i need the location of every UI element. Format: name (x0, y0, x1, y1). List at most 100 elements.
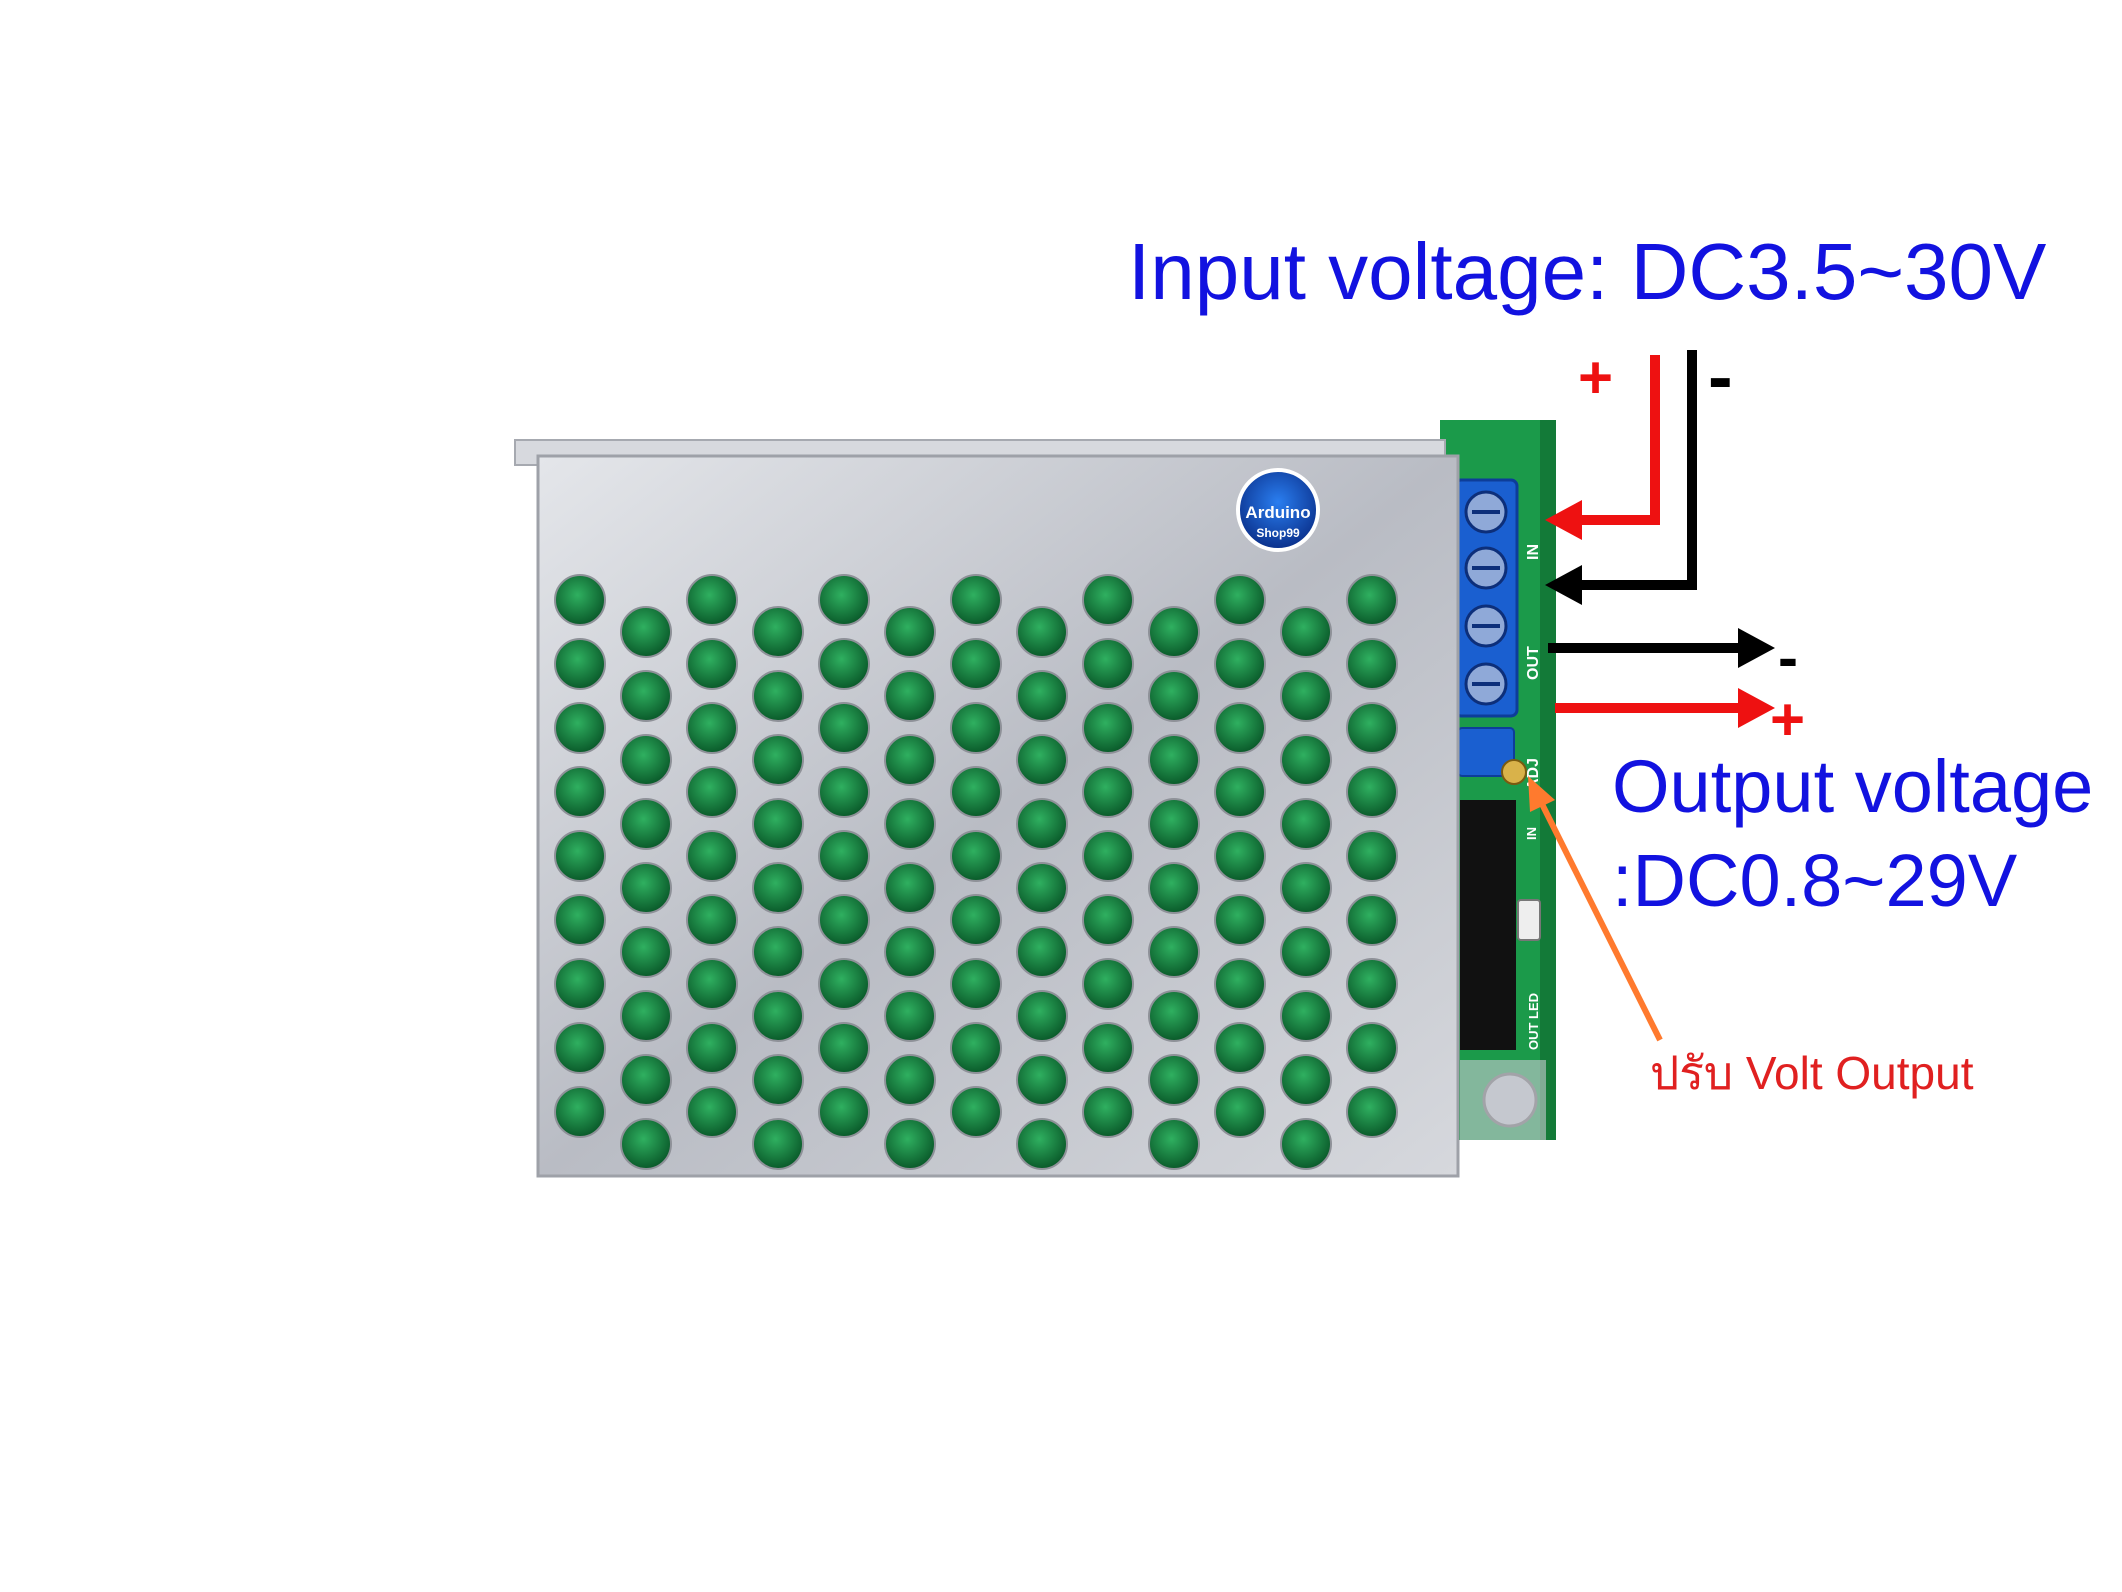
vent-hole (884, 926, 936, 978)
vent-hole (554, 830, 606, 882)
vent-hole (1346, 894, 1398, 946)
vent-hole (818, 574, 870, 626)
vent-hole (950, 958, 1002, 1010)
vent-hole (752, 734, 804, 786)
vent-hole (884, 734, 936, 786)
vent-hole (818, 766, 870, 818)
vent-hole (1214, 574, 1266, 626)
vent-hole (950, 574, 1002, 626)
vent-hole (1280, 1054, 1332, 1106)
vent-hole (554, 958, 606, 1010)
vent-hole (620, 1054, 672, 1106)
vent-hole (950, 1022, 1002, 1074)
vent-hole (1148, 670, 1200, 722)
vent-hole (752, 1054, 804, 1106)
push-button (1517, 899, 1541, 941)
vent-hole (752, 862, 804, 914)
vent-hole (1016, 798, 1068, 850)
vent-hole (884, 670, 936, 722)
logo-line1: Arduino (1245, 503, 1310, 522)
vent-hole (950, 766, 1002, 818)
vent-hole (554, 894, 606, 946)
output-voltage-range: :DC0.8~29V (1612, 839, 2018, 922)
vent-hole (1082, 702, 1134, 754)
input-minus-sign: - (1708, 335, 1733, 418)
vent-hole (1346, 638, 1398, 690)
vent-hole (1280, 990, 1332, 1042)
adjust-pointer-arrowhead (1528, 776, 1555, 812)
vent-hole (686, 958, 738, 1010)
adjust-pointer-line (1537, 798, 1663, 1042)
vent-hole (554, 702, 606, 754)
vent-hole (620, 734, 672, 786)
vent-hole (1016, 734, 1068, 786)
vent-hole (884, 1118, 936, 1170)
vent-hole (1016, 990, 1068, 1042)
vent-hole (1214, 766, 1266, 818)
silk-in-led: IN (1524, 827, 1539, 840)
vent-hole (620, 606, 672, 658)
vent-hole (686, 1086, 738, 1138)
vent-hole (950, 638, 1002, 690)
vent-hole (1148, 926, 1200, 978)
vent-hole (1346, 766, 1398, 818)
input-minus-arrowhead (1545, 565, 1582, 605)
vent-hole (818, 702, 870, 754)
output-minus-arrowhead (1738, 628, 1775, 668)
vent-hole (818, 830, 870, 882)
vent-hole (818, 894, 870, 946)
vent-hole (620, 862, 672, 914)
vent-hole (620, 798, 672, 850)
vent-hole (1280, 798, 1332, 850)
vent-hole (884, 990, 936, 1042)
output-minus-sign: - (1778, 624, 1798, 691)
vent-hole (1148, 606, 1200, 658)
output-plus-sign: + (1770, 686, 1806, 753)
vent-hole (1082, 1022, 1134, 1074)
vent-hole (884, 1054, 936, 1106)
vent-hole (818, 638, 870, 690)
vent-hole (686, 574, 738, 626)
vent-hole (1016, 606, 1068, 658)
vent-hole (1016, 670, 1068, 722)
silk-out: OUT (1525, 646, 1542, 680)
vent-hole (950, 702, 1002, 754)
input-plus-wire (1575, 355, 1660, 525)
vent-hole (1082, 1086, 1134, 1138)
vent-hole (1214, 894, 1266, 946)
vent-hole (686, 830, 738, 882)
vent-hole (554, 766, 606, 818)
input-voltage-label: Input voltage: DC3.5~30V (1128, 227, 2047, 316)
vent-hole (752, 670, 804, 722)
vent-hole (818, 958, 870, 1010)
vent-hole (620, 670, 672, 722)
vent-hole (554, 574, 606, 626)
vent-hole (554, 1022, 606, 1074)
vent-hole (950, 894, 1002, 946)
vent-hole (686, 638, 738, 690)
vent-hole (1346, 830, 1398, 882)
vent-hole (1214, 1086, 1266, 1138)
vent-hole (1082, 830, 1134, 882)
vent-hole (752, 1118, 804, 1170)
vent-hole (1346, 702, 1398, 754)
vent-hole (1214, 638, 1266, 690)
vent-hole (1016, 1118, 1068, 1170)
terminal-screws (1464, 490, 1508, 706)
vent-hole (620, 1118, 672, 1170)
vent-hole (686, 702, 738, 754)
vent-hole (818, 1022, 870, 1074)
case-bracket (1460, 1060, 1546, 1140)
vent-hole (1082, 894, 1134, 946)
pcb-board-edge (1540, 420, 1556, 1140)
vent-hole (1082, 766, 1134, 818)
silk-in: IN (1525, 544, 1542, 560)
vent-hole (1148, 990, 1200, 1042)
vent-hole (1148, 1054, 1200, 1106)
vent-hole (1148, 734, 1200, 786)
vent-hole (1280, 1118, 1332, 1170)
vent-hole (752, 606, 804, 658)
arduino-shop99-logo: Arduino Shop99 (1236, 468, 1320, 552)
vent-hole (554, 638, 606, 690)
